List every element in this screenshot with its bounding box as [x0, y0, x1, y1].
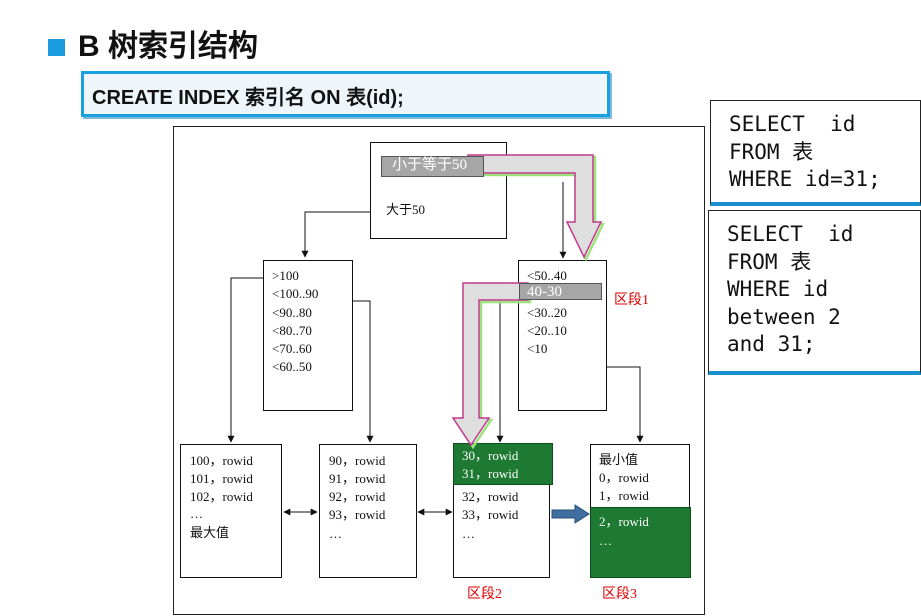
leaf3-line: 32，rowid [462, 489, 519, 504]
query-box-2: SELECT id FROM 表 WHERE id between 2 and 31; [708, 210, 921, 375]
branch-left-line: <70..60 [272, 341, 312, 356]
branch-node-left: >100 <100..90 <90..80 <80..70 <70..60 <6… [263, 260, 353, 411]
query-2-line: and 31; [727, 332, 816, 356]
leaf1-line: 最大值 [190, 525, 230, 540]
leaf4-green-line: … [599, 533, 612, 548]
leaf1-line: 100，rowid [190, 453, 253, 468]
query-1-line: FROM 表 [729, 139, 814, 164]
segment-label-3: 区段3 [602, 587, 637, 602]
left-to-leaf2-connector [349, 300, 374, 443]
leaf1-line: 101，rowid [190, 471, 253, 486]
query-1-line: SELECT id [729, 112, 856, 136]
create-index-box: CREATE INDEX 索引名 ON 表(id); [81, 71, 610, 117]
leaf4-highlight: 2，rowid … [590, 507, 691, 578]
segment-label-1: 区段1 [614, 293, 649, 308]
leaf3-line: … [462, 526, 475, 541]
create-index-sql: CREATE INDEX 索引名 ON 表(id); [92, 87, 404, 109]
query-1-line: WHERE id=31; [729, 167, 881, 191]
leaf-node-2: 90，rowid 91，rowid 92，rowid 93，rowid … [319, 444, 417, 578]
leaf4-line: 0，rowid [599, 470, 649, 485]
branch-right-line: <20..10 [527, 323, 567, 338]
branch-left-line: <60..50 [272, 359, 312, 374]
query-2-line: between 2 [727, 304, 841, 329]
leaf4-green-line: 2，rowid [599, 514, 649, 529]
root-label: 大于50 [386, 202, 426, 217]
branch-right-line: <10 [527, 341, 548, 356]
range-scan-arrow [551, 504, 590, 524]
left-to-leaf1-connector [227, 277, 265, 443]
leaf2-line: 90，rowid [329, 453, 386, 468]
branch-right-highlight-label: 40-30 [519, 283, 602, 300]
leaf2-line: 93，rowid [329, 507, 386, 522]
query-2-line: FROM 表 [727, 249, 812, 274]
branch-right-line: <50..40 [527, 268, 567, 283]
query-box-1: SELECT id FROM 表 WHERE id=31; [710, 100, 921, 206]
path-arrow-b [451, 282, 529, 447]
path-arrow-a [467, 154, 603, 259]
slide-title: B 树索引结构 [78, 30, 258, 63]
leaf1-line: … [190, 506, 203, 521]
segment-label-2: 区段2 [467, 587, 502, 602]
query-2-line: WHERE id [727, 277, 829, 301]
leaf3-green-line: 31，rowid [462, 466, 519, 481]
query-2-line: SELECT id [727, 222, 854, 246]
leaf4-line: 最小值 [599, 452, 639, 467]
leaf3-highlight: 30，rowid 31，rowid [453, 443, 553, 485]
root-to-left-connector [301, 211, 381, 258]
leaf3-line: 33，rowid [462, 507, 519, 522]
leaf2-line: … [329, 526, 342, 541]
branch-right-line: <30..20 [527, 305, 567, 320]
leaf2-line: 91，rowid [329, 471, 386, 486]
leaf4-line: 1，rowid [599, 488, 649, 503]
branch-left-line: <100..90 [272, 286, 319, 301]
branch-left-line: <80..70 [272, 323, 312, 338]
leaf1-line: 102，rowid [190, 489, 253, 504]
leaf2-line: 92，rowid [329, 489, 386, 504]
leaf-node-1: 100，rowid 101，rowid 102，rowid … 最大值 [180, 444, 282, 578]
leaf3-green-line: 30，rowid [462, 448, 519, 463]
diagram-frame [173, 126, 705, 615]
branch-left-line: >100 [272, 268, 299, 283]
branch-left-line: <90..80 [272, 305, 312, 320]
title-bullet [48, 39, 65, 56]
root-highlight-label: 小于等于50 [381, 156, 484, 177]
